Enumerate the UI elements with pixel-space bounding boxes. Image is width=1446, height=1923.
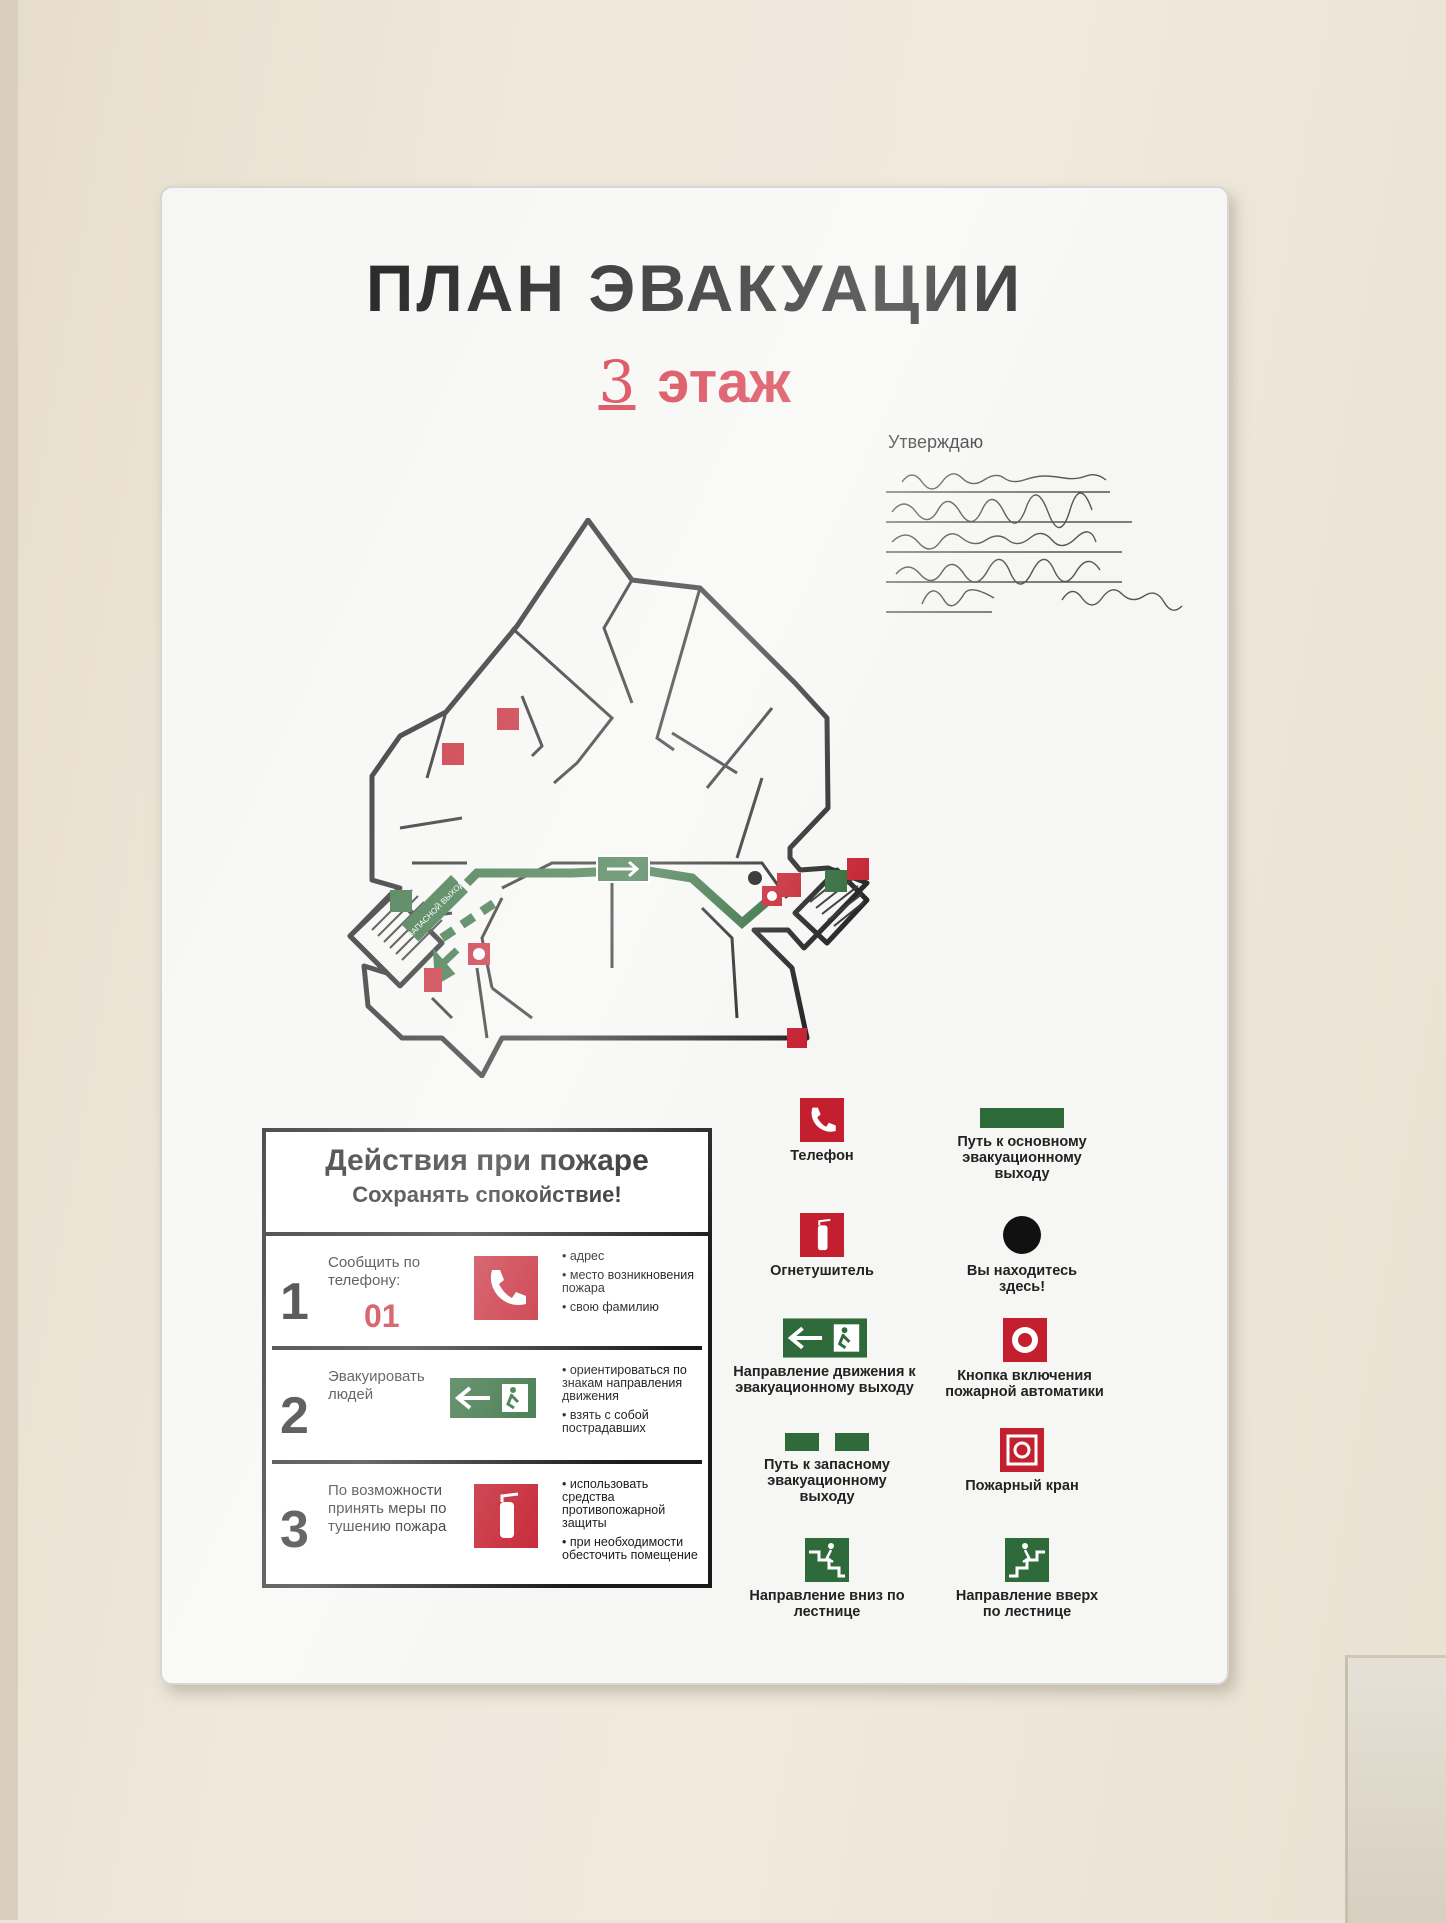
floor-number: 3 — [598, 348, 636, 416]
step-number: 2 — [280, 1387, 309, 1445]
wall-corner — [0, 0, 18, 1920]
step-note: • ориентироваться по знакам направления … — [562, 1363, 687, 1403]
legend-exit-direction: Направление движения к эвакуационному вы… — [727, 1318, 922, 1396]
legend-stairs-down: Направление вниз по лестнице — [742, 1538, 912, 1620]
handwritten-signature — [886, 473, 1183, 613]
fire-actions-panel: Действия при пожаре Сохранять спокойстви… — [262, 1128, 712, 1588]
approval-label: Утверждаю — [888, 432, 984, 452]
legend-fire-button: Кнопка включения пожарной автоматики — [942, 1318, 1107, 1400]
main-path-icon — [980, 1108, 1064, 1128]
legend-label: Телефон — [790, 1148, 854, 1164]
legend-hydrant: Пожарный кран — [947, 1428, 1097, 1494]
legend-stairs-up: Направление вверх по лестнице — [947, 1538, 1107, 1620]
step-note: • свою фамилию — [562, 1300, 659, 1314]
floor-plan: ЗАПАСНОЙ ВЫХОД — [347, 518, 870, 1078]
legend-label: Направление движения к эвакуационному вы… — [733, 1364, 916, 1396]
step-text: Эвакуировать людей — [328, 1368, 425, 1403]
step-text: Сообщить по телефону: — [328, 1254, 421, 1289]
legend-label: Путь к основному эвакуационному выходу — [957, 1134, 1087, 1182]
exit-direction-icon — [450, 1378, 536, 1418]
plan-fire-buttons — [468, 886, 782, 965]
action-step-2: 2 Эвакуировать людей • ориентироваться п… — [272, 1356, 702, 1464]
legend-label: Пожарный кран — [965, 1478, 1079, 1494]
legend-label: Направление вверх по лестнице — [955, 1588, 1099, 1620]
legend-main-path: Путь к основному эвакуационному выходу — [947, 1108, 1097, 1182]
step-number: 1 — [280, 1273, 309, 1331]
you-are-here-icon — [1003, 1216, 1041, 1254]
step-note: • место возникновения пожара — [562, 1268, 695, 1295]
step-note: • взять с собой пострадавших — [562, 1408, 649, 1435]
action-step-1: 1 Сообщить по телефону: 01 • адрес • мес… — [272, 1242, 702, 1350]
step-text: По возможности принять меры по тушению п… — [328, 1482, 447, 1535]
reserve-evacuation-path — [439, 894, 505, 942]
legend-label: Огнетушитель — [770, 1263, 874, 1279]
plan-phone-icons — [442, 708, 869, 1048]
legend-label: Путь к запасному эвакуационному выходу — [764, 1457, 890, 1505]
plan-title: ПЛАН ЭВАКУАЦИИ — [365, 251, 1024, 325]
reserve-exit-text: ЗАПАСНОЙ ВЫХОД — [406, 879, 466, 939]
phone-icon — [800, 1098, 844, 1142]
step-number: 3 — [280, 1501, 309, 1559]
fire-hydrant-icon — [1000, 1428, 1044, 1472]
stairs-down-icon — [805, 1538, 849, 1582]
actions-title: Действия при пожаре — [325, 1144, 649, 1177]
actions-header: Действия при пожаре Сохранять спокойстви… — [266, 1132, 708, 1236]
legend-label: Вы находитесь здесь! — [966, 1263, 1078, 1295]
plan-stairs-icon-right — [825, 870, 847, 892]
legend-you-are-here: Вы находитесь здесь! — [942, 1213, 1102, 1295]
step-note: • при необходимости обесточить помещение — [562, 1535, 698, 1562]
outer-wall — [347, 518, 870, 1078]
actions-subtitle: Сохранять спокойствие! — [352, 1182, 622, 1207]
step-notes: • использовать средства противопожарной … — [562, 1478, 702, 1568]
exit-direction-icon — [782, 1318, 867, 1358]
legend-label: Направление вниз по лестнице — [749, 1588, 905, 1620]
reserve-path-icon — [785, 1433, 869, 1451]
legend-phone: Телефон — [732, 1098, 912, 1164]
extinguisher-icon — [474, 1484, 538, 1548]
wall-box — [1345, 1655, 1446, 1923]
step-notes: • ориентироваться по знакам направления … — [562, 1364, 702, 1441]
stairs-up-icon — [1005, 1538, 1049, 1582]
phone-icon — [474, 1256, 538, 1320]
evacuation-plan-sign: ПЛАН ЭВАКУАЦИИ 3 этаж Утверждаю — [160, 186, 1229, 1685]
plan-stairs-icon — [390, 890, 412, 912]
legend-label: Кнопка включения пожарной автоматики — [945, 1368, 1104, 1400]
legend-extinguisher: Огнетушитель — [732, 1213, 912, 1279]
step-note: • использовать средства противопожарной … — [562, 1477, 666, 1530]
plan-exit-sign — [596, 855, 650, 883]
action-step-3: 3 По возможности принять меры по тушению… — [272, 1470, 702, 1578]
extinguisher-icon — [800, 1213, 844, 1257]
floor-heading: 3 этаж — [162, 348, 1227, 416]
step-notes: • адрес • место возникновения пожара • с… — [562, 1250, 702, 1320]
step-note: • адрес — [562, 1249, 605, 1263]
you-are-here-dot — [748, 871, 762, 885]
fire-alarm-button-icon — [1002, 1318, 1047, 1362]
fire-phone-number: 01 — [364, 1298, 400, 1334]
legend-reserve-path: Путь к запасному эвакуационному выходу — [747, 1433, 907, 1505]
floor-label: этаж — [657, 350, 791, 415]
